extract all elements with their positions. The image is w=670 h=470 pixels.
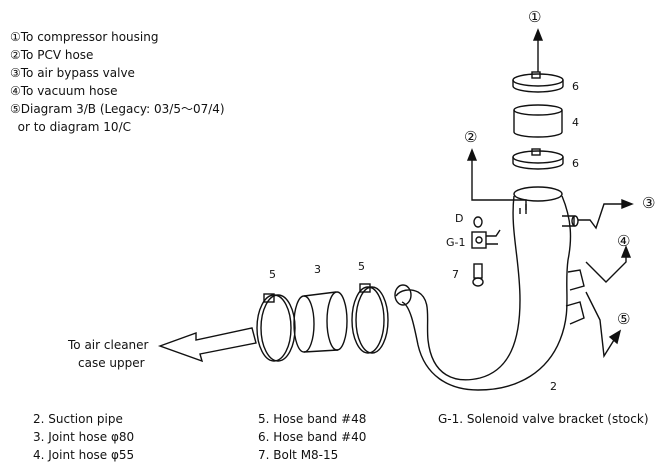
joint-hose-3 (293, 291, 348, 353)
note-1: ①To compressor housing (10, 30, 159, 44)
joint-hose-4 (513, 104, 563, 138)
part-label-6-top: 6 (572, 80, 579, 93)
part-label-5-right: 5 (358, 260, 365, 273)
legend-item: 3. Joint hose φ80 (33, 430, 135, 444)
note-5-continued: or to diagram 10/C (10, 120, 131, 134)
part-label-4: 4 (572, 116, 579, 129)
callout-2: ② (464, 128, 478, 146)
part-label-5-left: 5 (269, 268, 276, 281)
route-to-vacuum (585, 254, 627, 283)
callout-1: ① (528, 8, 542, 26)
part-label-2: 2 (550, 380, 557, 393)
bolt-7 (472, 263, 484, 287)
callout-5: ⑤ (617, 310, 631, 328)
part-label-g1: G-1 (446, 236, 466, 249)
callout-4: ④ (617, 232, 631, 250)
hose-band-5-left (256, 293, 296, 362)
legend-item: 2. Suction pipe (33, 412, 123, 426)
part-label-7: 7 (452, 268, 459, 281)
note-3: ③To air bypass valve (10, 66, 135, 80)
arrowhead-upright-icon (608, 329, 622, 345)
legend-item: 6. Hose band #40 (258, 430, 367, 444)
legend-item: G-1. Solenoid valve bracket (stock) (438, 412, 649, 426)
arrowhead-up-icon (532, 28, 544, 41)
air-cleaner-arrow-icon (157, 327, 257, 363)
note-5: ⑤Diagram 3/B (Legacy: 03/5～07/4) (10, 102, 225, 116)
air-cleaner-label-line1: To air cleaner (68, 338, 149, 352)
callout-3: ③ (642, 194, 656, 212)
air-cleaner-label-line2: case upper (78, 356, 145, 370)
legend-item: 7. Bolt M8-15 (258, 448, 339, 462)
part-label-d: D (455, 212, 464, 225)
solenoid-bracket-g1 (471, 216, 501, 249)
suction-pipe-2 (394, 186, 585, 391)
arrowhead-right-icon (621, 198, 634, 210)
legend-item: 5. Hose band #48 (258, 412, 367, 426)
arrowhead-up-icon (620, 245, 632, 258)
note-4: ④To vacuum hose (10, 84, 118, 98)
hose-band-5-right (351, 283, 389, 354)
route-to-pcv (471, 158, 527, 210)
hose-band-6-mid (512, 148, 564, 170)
route-to-diagram (585, 291, 615, 359)
legend-item: 4. Joint hose φ55 (33, 448, 135, 462)
note-2: ②To PCV hose (10, 48, 94, 62)
arrowhead-up-icon (466, 148, 478, 161)
hose-band-6-top (512, 71, 564, 93)
part-label-3: 3 (314, 263, 321, 276)
route-to-bypass (578, 203, 624, 230)
part-label-6-mid: 6 (572, 157, 579, 170)
